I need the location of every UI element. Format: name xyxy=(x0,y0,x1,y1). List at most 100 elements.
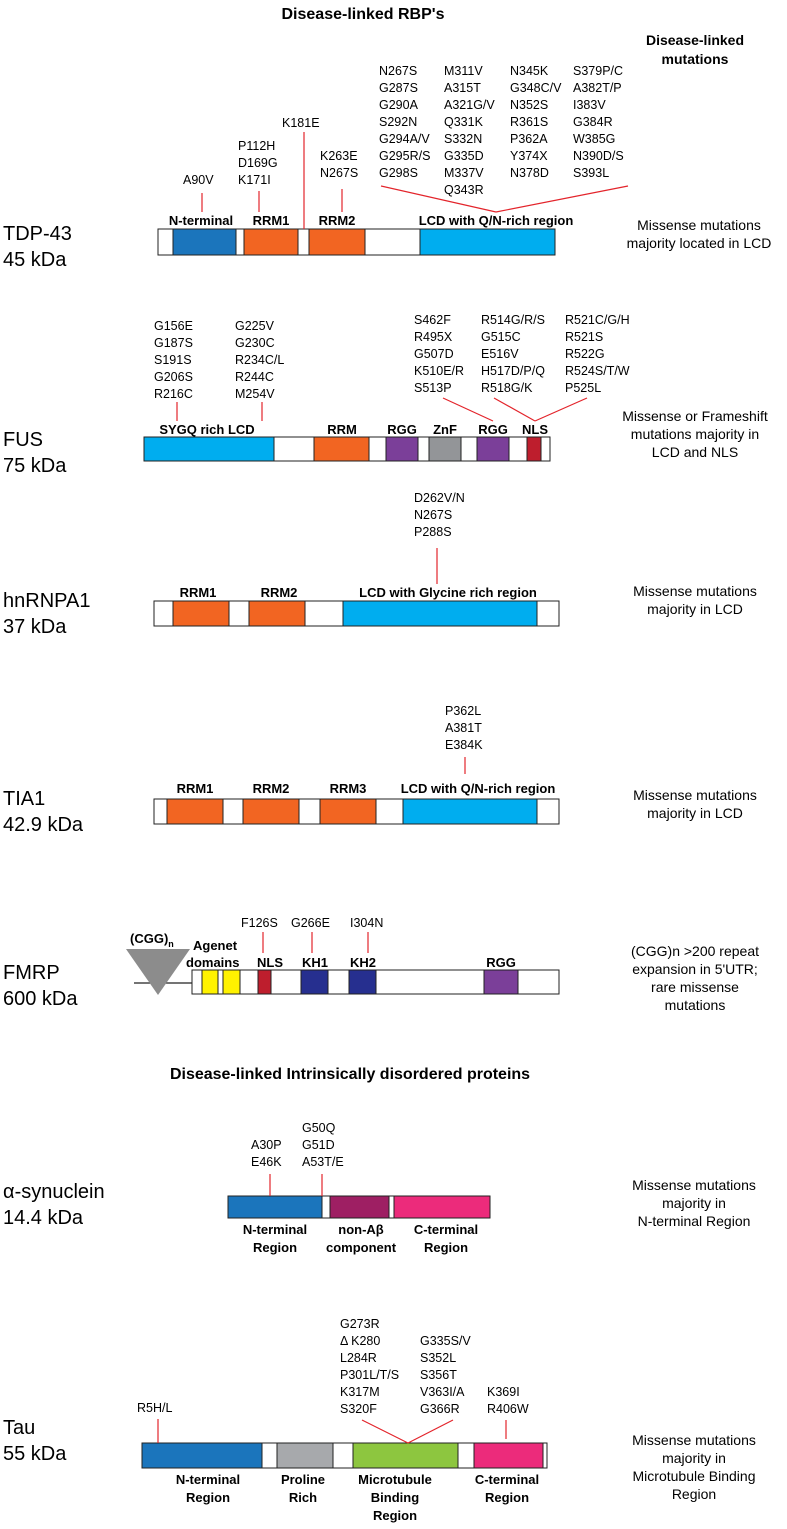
mutation-label: N267S xyxy=(320,166,358,180)
mutation-label: S320F xyxy=(340,1402,377,1416)
protein-note: Region xyxy=(672,1486,716,1502)
mutation-lines xyxy=(176,397,588,422)
mutation-label: A30P xyxy=(251,1138,282,1152)
protein-weight: 75 kDa xyxy=(3,455,67,477)
mutation-label: H517D/P/Q xyxy=(481,364,545,378)
cgg-repeat-triangle-icon xyxy=(126,949,190,995)
mutation-label: S393L xyxy=(573,166,609,180)
mutation-label: S332N xyxy=(444,132,482,146)
protein-note: LCD and NLS xyxy=(652,444,738,460)
domain-label: RRM3 xyxy=(330,781,367,796)
domain-label: RGG xyxy=(387,422,417,437)
mutation-label: G335S/V xyxy=(420,1334,471,1348)
mutation-list-col5: R521C/G/H R521S R522G R524S/T/W P525L xyxy=(565,313,630,395)
mutation-label: G294A/V xyxy=(379,132,430,146)
protein-note: Missense mutations xyxy=(633,583,757,599)
protein-hnrnpa1: hnRNPA1 37 kDa RRM1 RRM2 LCD with Glycin… xyxy=(3,491,757,638)
mutation-label: R495X xyxy=(414,330,453,344)
domain-label: RRM1 xyxy=(180,585,217,600)
mutation-list-r5: R5H/L xyxy=(137,1401,172,1415)
protein-note: Microtubule Binding xyxy=(633,1468,756,1484)
domain-label: domains xyxy=(186,955,239,970)
domain-rrm3 xyxy=(319,798,377,825)
mutation-label: K369I xyxy=(487,1385,520,1399)
domain-label: Rich xyxy=(289,1490,317,1505)
domain-label: Agenet xyxy=(193,938,238,953)
protein-note: majority in xyxy=(662,1195,726,1211)
mutation-label: P362L xyxy=(445,704,481,718)
mutation-label: E384K xyxy=(445,738,483,752)
mutation-label: Q331K xyxy=(444,115,484,129)
domain-znf xyxy=(428,436,462,462)
domain-label: LCD with Glycine rich region xyxy=(359,585,537,600)
mutation-list-lcd-col4: S379P/C A382T/P I383V G384R W385G N390D/… xyxy=(573,64,624,180)
protein-note: majority located in LCD xyxy=(627,235,772,251)
protein-weight: 37 kDa xyxy=(3,616,67,638)
mutation-label: S292N xyxy=(379,115,417,129)
mutation-label: M311V xyxy=(444,64,483,78)
domain-n-terminal xyxy=(141,1442,263,1469)
domain-label: non-Aβ xyxy=(338,1222,384,1237)
mutation-label: G156E xyxy=(154,319,193,333)
mutation-label: G298S xyxy=(379,166,418,180)
mutation-list: D262V/N N267S P288S xyxy=(414,491,465,539)
mutation-label: M337V xyxy=(444,166,484,180)
mutation-lines xyxy=(269,1174,323,1196)
mutation-label: A382T/P xyxy=(573,81,622,95)
protein-note: Missense mutations xyxy=(632,1177,756,1193)
mutation-lines xyxy=(157,1419,507,1444)
mutation-list-lcd-col3: N345K G348C/V N352S R361S P362A Y374X N3… xyxy=(510,64,562,180)
mutation-label: N267S xyxy=(379,64,417,78)
domain-rgg1 xyxy=(385,436,419,462)
protein-note: rare missense xyxy=(651,979,739,995)
protein-alpha-synuclein: α-synuclein 14.4 kDa A30P E46K G50Q G51D… xyxy=(3,1121,756,1255)
mutation-label: G335D xyxy=(444,149,484,163)
mutation-label: F126S xyxy=(241,916,278,930)
title-mutations-line2: mutations xyxy=(662,51,729,67)
domain-label: Region xyxy=(253,1240,297,1255)
domain-rgg xyxy=(483,969,519,995)
protein-weight: 600 kDa xyxy=(3,988,78,1010)
mutation-label: N390D/S xyxy=(573,149,624,163)
mutation-label: R524S/T/W xyxy=(565,364,630,378)
protein-name: Tau xyxy=(3,1417,35,1439)
domain-label: RGG xyxy=(486,955,516,970)
domain-label: RRM2 xyxy=(253,781,290,796)
domain-rgg2 xyxy=(476,436,510,462)
mutation-lines xyxy=(262,932,369,953)
protein-weight: 14.4 kDa xyxy=(3,1207,84,1229)
mutation-list-col4: R514G/R/S G515C E516V H517D/P/Q R518G/K xyxy=(481,313,545,395)
mutation-label: A53T/E xyxy=(302,1155,344,1169)
domain-label: RRM1 xyxy=(253,213,290,228)
domain-rrm1 xyxy=(166,798,224,825)
cgg-repeat-subscript: n xyxy=(168,939,174,949)
domain-rrm2 xyxy=(248,600,306,627)
mutation-label: R234C/L xyxy=(235,353,284,367)
mutation-label: R521S xyxy=(565,330,603,344)
mutation-label: N378D xyxy=(510,166,549,180)
cgg-repeat-label: (CGG)n xyxy=(130,931,174,949)
mutation-lines xyxy=(201,132,629,229)
mutation-label: Δ K280 xyxy=(340,1334,380,1348)
domain-label: N-terminal xyxy=(176,1472,240,1487)
mutation-label: R518G/K xyxy=(481,381,533,395)
mutation-label: G348C/V xyxy=(510,81,562,95)
mutation-list-col2: G225V G230C R234C/L R244C M254V xyxy=(235,319,284,401)
domain-n-terminal xyxy=(227,1195,323,1219)
mutation-list: P362L A381T E384K xyxy=(445,704,483,752)
mutation-label: S513P xyxy=(414,381,452,395)
protein-note: Missense mutations xyxy=(632,1432,756,1448)
domain-lcd xyxy=(342,600,538,627)
protein-tdp43: TDP-43 45 kDa N-terminal RRM1 RRM2 LCD w… xyxy=(3,64,771,271)
domain-n-terminal xyxy=(172,228,237,256)
mutation-label: K181E xyxy=(282,116,320,130)
mutation-label: S462F xyxy=(414,313,451,327)
mutation-label: I304N xyxy=(350,916,383,930)
mutation-label: P112H xyxy=(238,139,275,153)
domain-microtubule-binding xyxy=(352,1442,459,1469)
protein-note: mutations majority in xyxy=(631,426,759,442)
mutation-label: P362A xyxy=(510,132,548,146)
mutation-label: N267S xyxy=(414,508,452,522)
mutation-list-col3: K369I R406W xyxy=(487,1385,529,1416)
domain-label: RRM2 xyxy=(261,585,298,600)
